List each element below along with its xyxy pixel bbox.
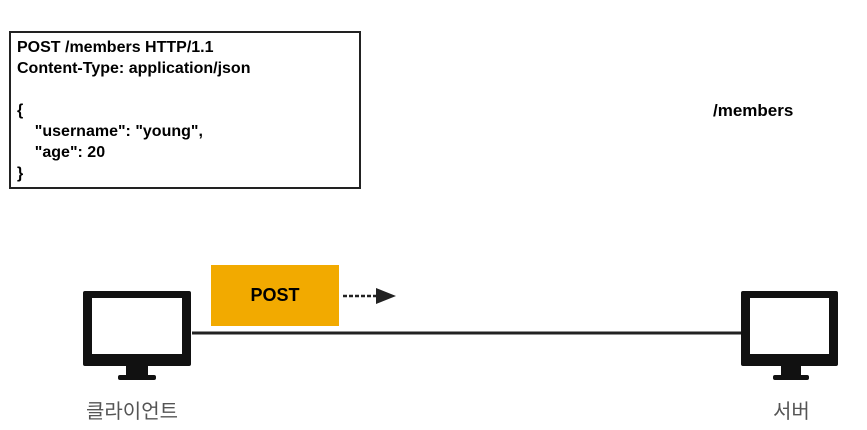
http-method-tag: POST — [211, 265, 339, 326]
json-close-brace: } — [17, 165, 24, 182]
json-open-brace: { — [17, 102, 24, 119]
blank-line — [17, 79, 353, 100]
server-monitor-icon — [741, 291, 838, 380]
http-request-message: POST /members HTTP/1.1 Content-Type: app… — [9, 31, 361, 189]
server-label: 서버 — [773, 399, 810, 423]
json-age-field: "age": 20 — [17, 144, 106, 161]
request-line: POST /members HTTP/1.1 — [17, 39, 214, 56]
content-type-header: Content-Type: application/json — [17, 60, 251, 77]
client-label: 클라이언트 — [86, 399, 178, 423]
client-monitor-icon — [83, 291, 191, 380]
arrow-right-icon — [343, 288, 396, 304]
resource-path-label: /members — [713, 101, 794, 120]
json-username-field: "username": "young", — [17, 123, 203, 140]
http-method-label: POST — [250, 285, 300, 305]
